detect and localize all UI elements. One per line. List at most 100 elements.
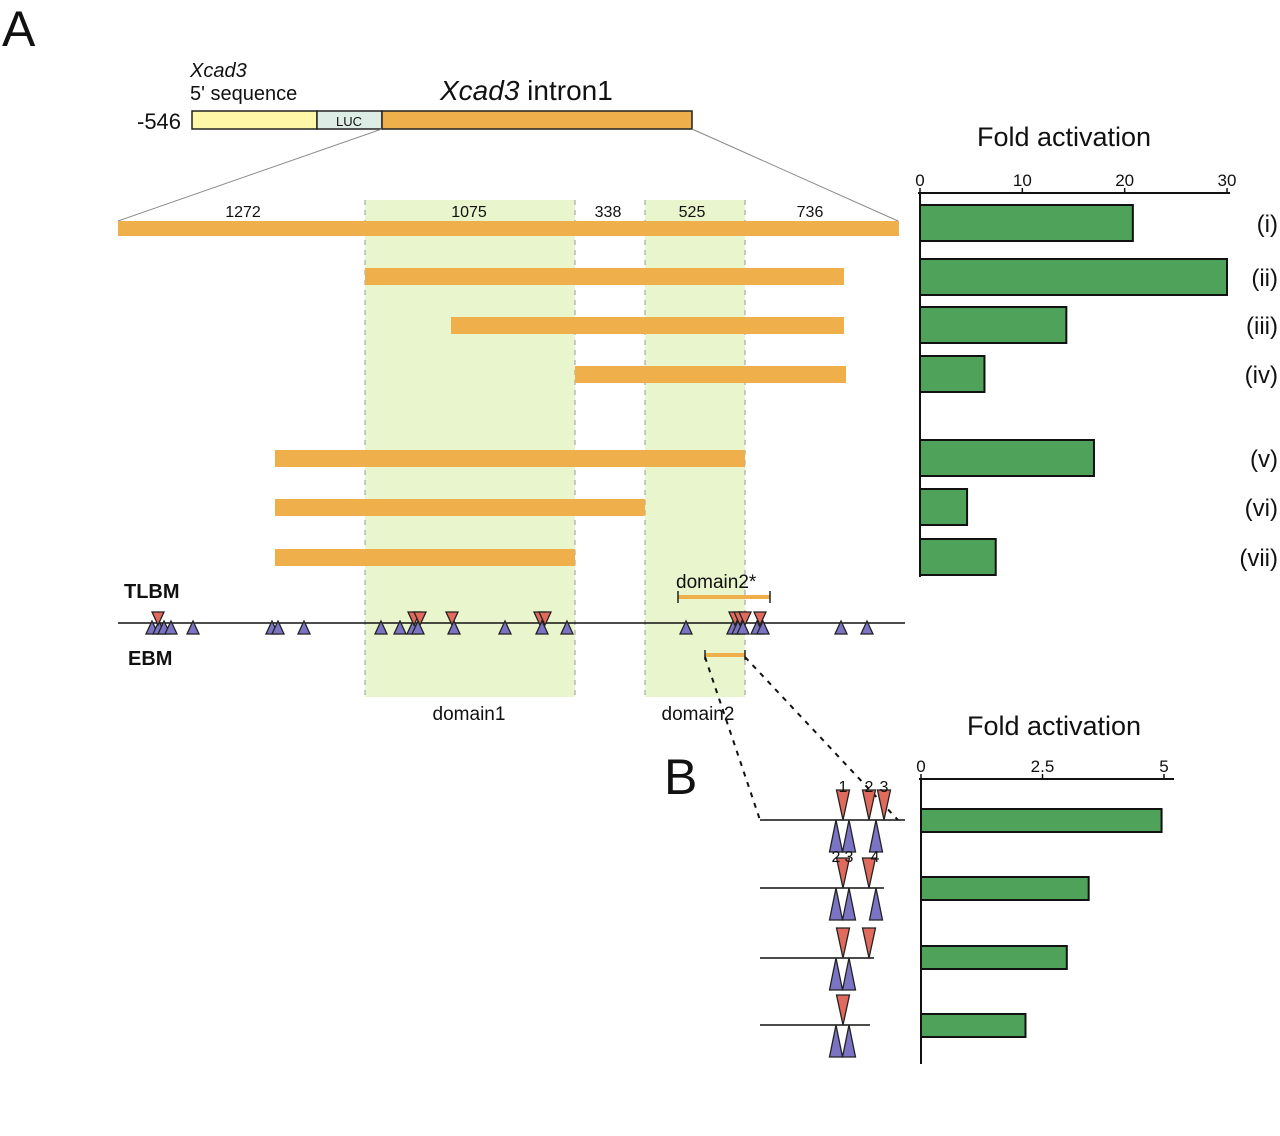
intron-name: intron1 (519, 75, 612, 106)
ebm-marker (534, 619, 550, 635)
intron-block (381, 110, 693, 130)
bar (920, 945, 1068, 970)
segment-length: 1075 (451, 204, 487, 221)
x-tick-label: 20 (1115, 171, 1134, 190)
tlbm-marker (835, 994, 851, 1026)
five-prime-sequence-label: 5' sequence (190, 83, 297, 105)
bar (920, 808, 1163, 833)
motif-markers (144, 611, 875, 635)
ebm-marker (833, 619, 849, 635)
domain1-label: domain1 (433, 704, 506, 725)
ebm-marker (559, 619, 575, 635)
segment-length: 338 (595, 204, 622, 221)
construct-iv (575, 366, 846, 383)
chart-title: Fold activation (977, 122, 1151, 152)
b-site-label: 1 (839, 779, 848, 796)
ebm-marker (868, 887, 884, 921)
tlbm-marker (861, 789, 877, 821)
ebm-marker (841, 887, 857, 921)
bar (919, 306, 1068, 344)
ebm-marker (678, 619, 694, 635)
bar (919, 538, 997, 576)
tlbm-marker (537, 611, 553, 627)
tlbm-marker (835, 857, 851, 889)
x-tick-label: 5 (1159, 757, 1168, 776)
ebm-marker (185, 619, 201, 635)
panel-label-a: A (2, 1, 36, 57)
tlbm-marker (835, 789, 851, 821)
ebm-marker (828, 819, 844, 853)
ebm-label: EBM (128, 648, 172, 670)
tlbm-marker (444, 611, 460, 627)
bar-category-label: (ii) (1251, 265, 1278, 292)
domain2-label: domain2 (662, 704, 735, 725)
bar-category-label: (vii) (1239, 545, 1278, 572)
ebm-marker (859, 619, 875, 635)
five-prime-block (191, 110, 318, 130)
ebm-marker (828, 887, 844, 921)
tlbm-marker (412, 611, 428, 627)
construct-v (275, 450, 745, 467)
intron-title: Xcad3 intron1 (439, 75, 613, 106)
ebm-marker (828, 1024, 844, 1058)
segment-length: 1272 (225, 204, 261, 221)
ebm-marker (841, 1024, 857, 1058)
x-tick-label: 10 (1013, 171, 1032, 190)
tlbm-marker (835, 927, 851, 959)
ebm-marker (841, 957, 857, 991)
tlbm-marker (737, 611, 753, 627)
domain2-star-label: domain2* (676, 572, 757, 593)
b-site-label: 2 (865, 779, 874, 796)
bar (920, 876, 1090, 901)
position-label: -546 (137, 109, 181, 134)
x-tick-label: 30 (1218, 171, 1237, 190)
luc-label: LUC (336, 114, 362, 129)
bar (919, 355, 986, 393)
tlbm-marker (752, 611, 768, 627)
intron-gene-name: Xcad3 (439, 75, 520, 106)
zoom-line-left (117, 128, 383, 222)
panel-label-b: B (664, 749, 697, 805)
ebm-marker (841, 819, 857, 853)
bar-category-label: (iii) (1246, 313, 1278, 340)
construct-i (118, 221, 899, 236)
ebm-marker (410, 619, 426, 635)
panel-b-markers (828, 789, 892, 1058)
tlbm-label: TLBM (124, 581, 180, 603)
tlbm-marker (861, 927, 877, 959)
bar-category-label: (v) (1250, 446, 1278, 473)
tlbm-marker (150, 611, 166, 627)
ebm-marker (735, 619, 751, 635)
ebm-marker (373, 619, 389, 635)
construct-vii (275, 549, 575, 566)
ebm-marker (868, 819, 884, 853)
tlbm-marker (861, 857, 877, 889)
tlbm-marker (876, 789, 892, 821)
construct-vi (275, 499, 645, 516)
b-ebm-label: 2 (832, 849, 841, 866)
ebm-marker (755, 619, 771, 635)
b-ebm-label: 4 (871, 849, 880, 866)
zoom-line-b-right (744, 656, 899, 821)
ebm-marker (497, 619, 513, 635)
ebm-marker (270, 619, 286, 635)
zoom-line-b-left (704, 656, 761, 821)
bar-category-label: (i) (1257, 211, 1278, 238)
x-tick-label: 2.5 (1031, 757, 1055, 776)
bar (919, 439, 1095, 477)
ebm-marker (296, 619, 312, 635)
bar-category-label: (vi) (1245, 495, 1278, 522)
b-site-label: 3 (880, 779, 889, 796)
bar (919, 258, 1228, 296)
ebm-marker (446, 619, 462, 635)
chart-title: Fold activation (967, 711, 1141, 741)
bar (919, 204, 1134, 242)
five-prime-gene-label: Xcad3 (189, 60, 247, 82)
segment-length: 736 (797, 204, 824, 221)
ebm-marker (392, 619, 408, 635)
zoom-line-right (691, 128, 899, 222)
construct-iii (451, 317, 844, 334)
ebm-marker (163, 619, 179, 635)
